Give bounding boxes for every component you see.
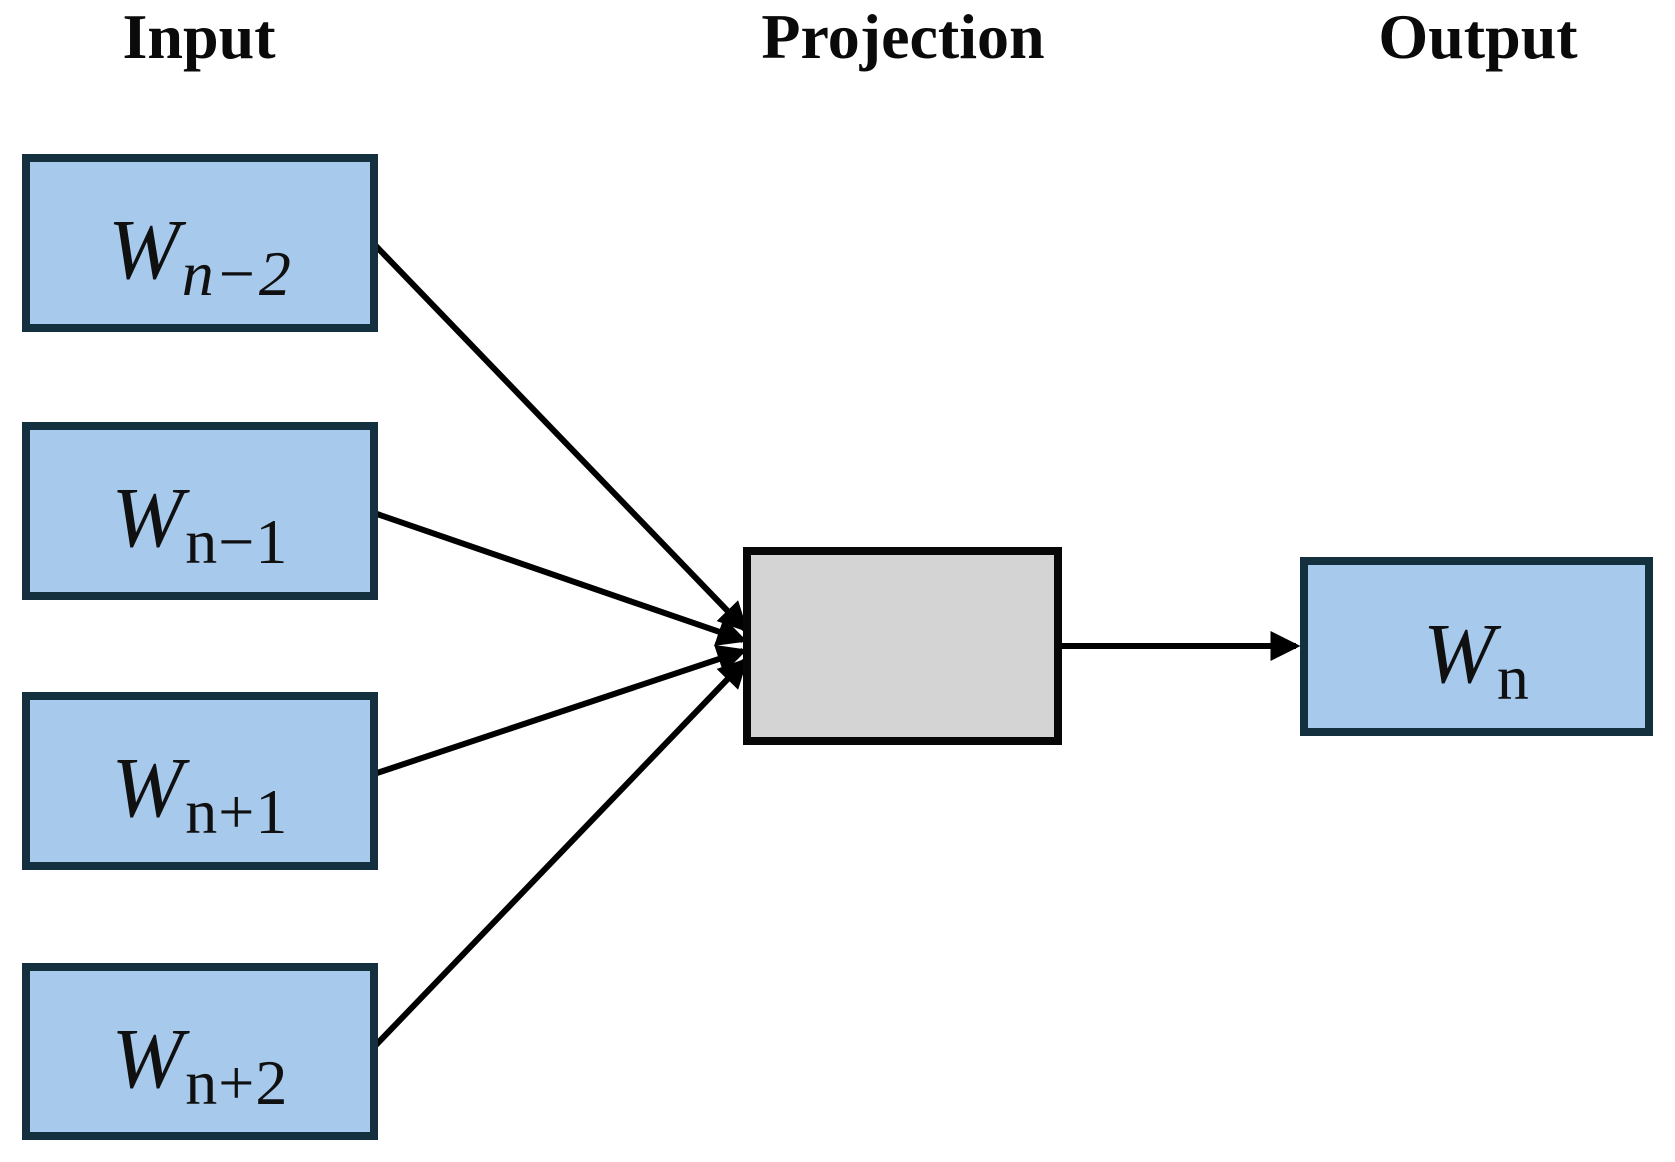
arrow-input4-to-projection xyxy=(372,657,749,1049)
column-header-output: Output xyxy=(1378,1,1578,72)
box-label-sub: n−1 xyxy=(185,506,289,577)
box-label-main: W xyxy=(1423,604,1495,701)
box-label: Wn xyxy=(1423,610,1530,710)
projection-box xyxy=(743,547,1062,745)
input-box-wn-minus-2: Wn−2 xyxy=(22,154,378,332)
box-label-main: W xyxy=(111,469,184,565)
input-box-wn-minus-1: Wn−1 xyxy=(22,422,378,600)
input-box-wn-plus-2: Wn+2 xyxy=(22,963,378,1140)
arrow-input2-to-projection xyxy=(376,511,748,646)
box-label: Wn−2 xyxy=(108,206,292,306)
arrow-input3-to-projection xyxy=(376,644,748,776)
box-label-sub: n xyxy=(1496,641,1530,713)
box-label-main: W xyxy=(108,201,180,297)
box-label-main: W xyxy=(111,1009,184,1106)
output-box-wn: Wn xyxy=(1300,557,1653,736)
box-label-main: W xyxy=(111,739,184,835)
column-header-projection: Projection xyxy=(761,1,1045,72)
box-label-sub: n−2 xyxy=(181,238,292,309)
box-label-sub: n+2 xyxy=(185,1046,289,1118)
arrow-input1-to-projection xyxy=(371,241,749,633)
box-label: Wn+1 xyxy=(112,744,289,844)
box-label: Wn−1 xyxy=(112,474,289,574)
box-label-sub: n+1 xyxy=(185,776,289,847)
input-box-wn-plus-1: Wn+1 xyxy=(22,692,378,870)
box-label: Wn+2 xyxy=(112,1015,289,1115)
column-header-input: Input xyxy=(122,1,276,72)
